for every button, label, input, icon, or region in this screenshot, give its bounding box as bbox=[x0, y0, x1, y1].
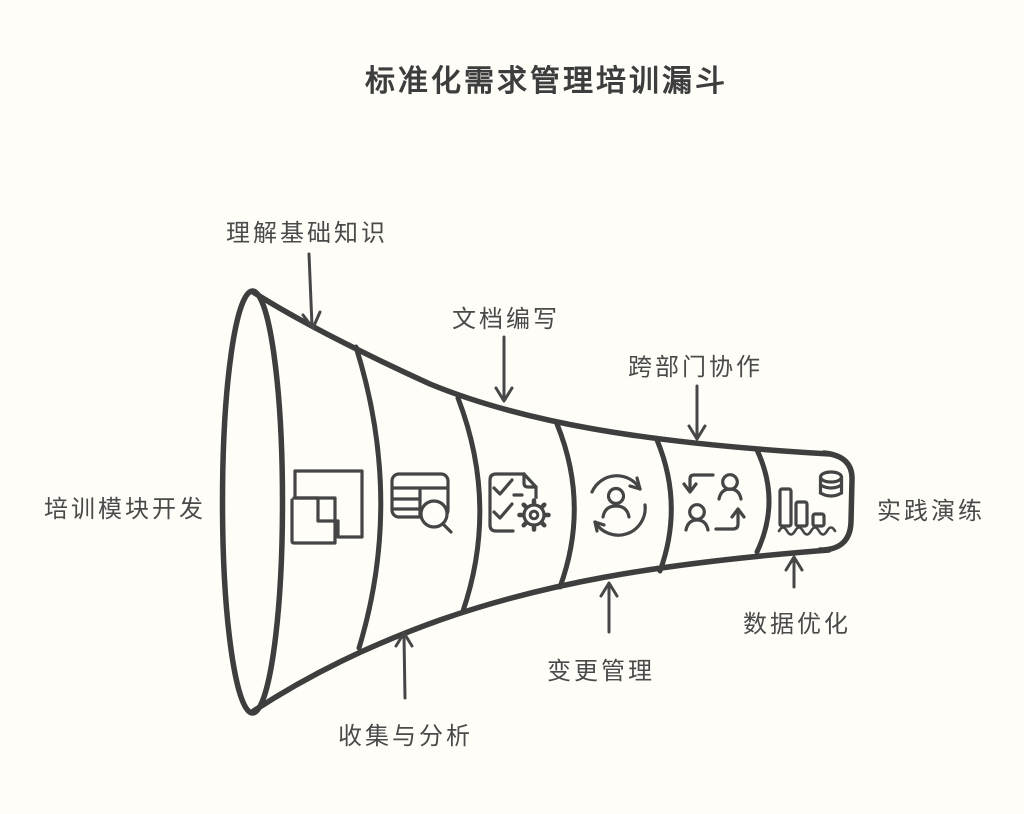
label-cross-dept-collab: 跨部门协作 bbox=[628, 353, 763, 381]
divider-3 bbox=[554, 421, 577, 590]
divider-4 bbox=[654, 437, 674, 574]
label-data-optimization: 数据优化 bbox=[743, 610, 851, 638]
label-understand-basics: 理解基础知识 bbox=[226, 219, 388, 247]
arrow-down-doc-writing bbox=[494, 335, 514, 403]
label-change-management: 变更管理 bbox=[547, 657, 655, 685]
arrow-up-collect-analyze bbox=[394, 631, 414, 700]
arrow-up-change-management bbox=[599, 581, 619, 634]
checklist-gear-icon bbox=[488, 472, 551, 533]
funnel-exit-cap bbox=[817, 450, 855, 553]
arrow-down-understand-basics bbox=[301, 252, 322, 330]
label-training-module-dev: 培训模块开发 bbox=[44, 495, 206, 523]
label-practice-drill: 实践演练 bbox=[877, 497, 985, 525]
arrow-up-data-optimization bbox=[784, 555, 804, 589]
table-search-icon bbox=[390, 472, 453, 534]
funnel-dividers bbox=[353, 344, 772, 651]
divider-5 bbox=[754, 447, 772, 555]
divider-1 bbox=[353, 344, 384, 651]
page-title: 标准化需求管理培训漏斗 bbox=[365, 64, 728, 99]
callout-arrows bbox=[301, 252, 804, 700]
user-refresh-icon bbox=[590, 474, 647, 537]
label-doc-writing: 文档编写 bbox=[452, 305, 560, 333]
overlapping-frames-icon bbox=[290, 469, 364, 545]
stage-icons bbox=[290, 469, 844, 545]
bar-chart-database-icon bbox=[777, 470, 844, 536]
arrow-down-cross-dept bbox=[687, 384, 707, 441]
funnel-mouth-ellipse bbox=[219, 288, 286, 716]
label-collect-analyze: 收集与分析 bbox=[338, 722, 473, 750]
divider-2 bbox=[455, 395, 483, 614]
users-swap-icon bbox=[682, 473, 746, 532]
